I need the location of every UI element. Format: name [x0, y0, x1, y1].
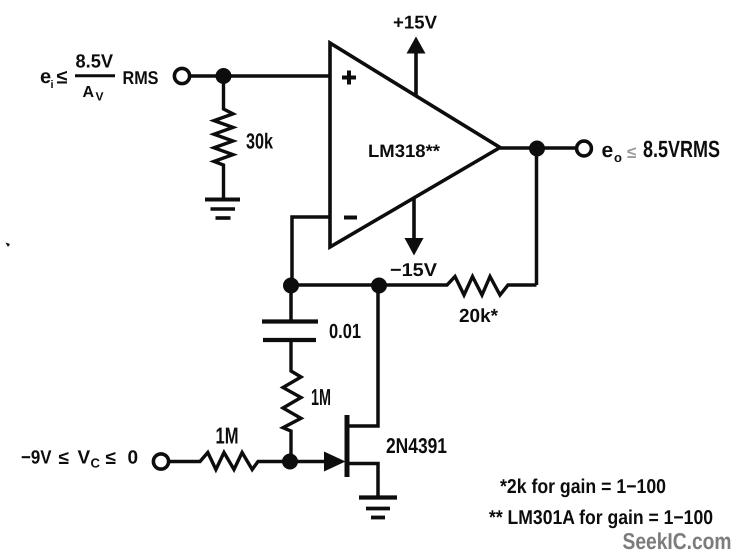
svg-text:SeekIC.com: SeekIC.com — [623, 528, 732, 554]
svg-text:+15V: +15V — [393, 12, 438, 33]
svg-text:≤: ≤ — [627, 143, 636, 162]
svg-text:o: o — [614, 150, 622, 165]
svg-text:*2k for gain = 1−100: *2k for gain = 1−100 — [500, 476, 666, 498]
svg-text:−9V: −9V — [21, 448, 52, 469]
svg-text:30k: 30k — [246, 129, 274, 154]
svg-text:2N4391: 2N4391 — [386, 434, 447, 458]
svg-text:8.5VRMS: 8.5VRMS — [643, 136, 720, 162]
svg-text:≤: ≤ — [106, 448, 116, 469]
svg-text:≤: ≤ — [59, 448, 69, 469]
svg-text:** LM301A for gain = 1−100: ** LM301A for gain = 1−100 — [489, 507, 713, 529]
svg-text:C: C — [91, 456, 101, 471]
svg-text:20k*: 20k* — [459, 306, 499, 327]
svg-text:RMS: RMS — [123, 67, 159, 88]
svg-text:e: e — [602, 139, 614, 162]
svg-text:0.01: 0.01 — [329, 320, 361, 343]
svg-text:1M: 1M — [216, 423, 239, 449]
svg-text:i: i — [51, 79, 54, 91]
svg-text:LM318**: LM318** — [368, 141, 440, 161]
svg-text:≤: ≤ — [57, 67, 68, 89]
svg-text:0: 0 — [128, 448, 139, 469]
svg-text:8.5V: 8.5V — [76, 52, 114, 73]
svg-text:e: e — [40, 66, 51, 88]
svg-text:A: A — [83, 84, 95, 101]
svg-text:V: V — [96, 90, 104, 104]
svg-text:1M: 1M — [311, 384, 331, 410]
svg-text:−15V: −15V — [390, 259, 438, 280]
svg-text:V: V — [78, 448, 91, 469]
